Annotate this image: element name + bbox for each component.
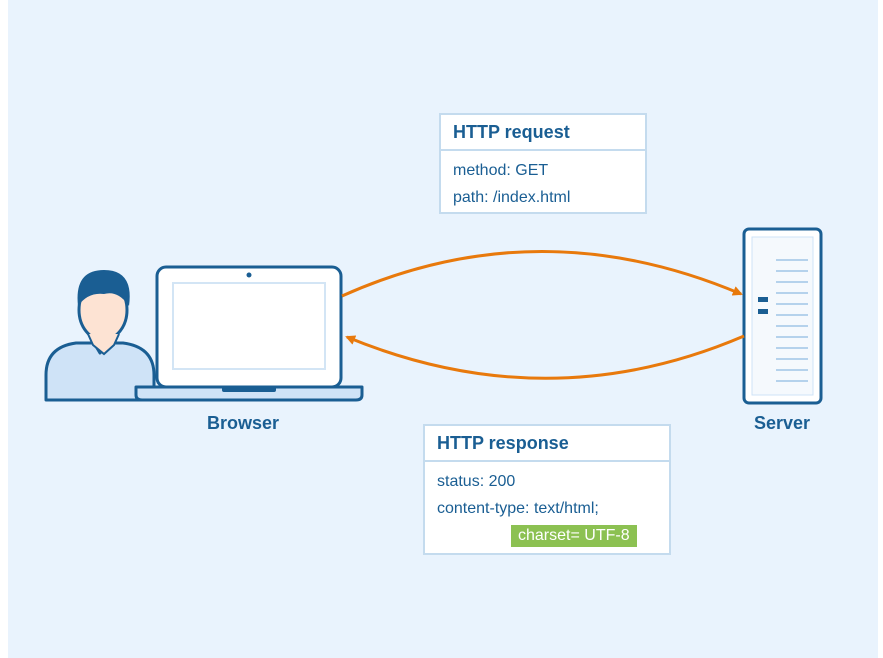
http-response-title: HTTP response [425,426,669,462]
laptop-icon [134,265,364,402]
diagram-art [44,227,823,405]
http-request-title: HTTP request [441,115,645,151]
http-response-box: HTTP response status: 200 content-type: … [423,424,671,555]
response-content-type: content-type: text/html; [437,500,599,517]
request-path: path: /index.html [453,189,571,206]
http-response-body: status: 200 content-type: text/html; cha… [425,462,669,555]
response-status: status: 200 [437,473,516,490]
request-arrow [341,250,743,298]
http-request-body: method: GET path: /index.html [441,151,645,217]
user-icon [44,270,156,402]
response-arrow [345,334,745,380]
server-tower-icon [742,227,823,405]
http-request-box: HTTP request method: GET path: /index.ht… [439,113,647,214]
request-method: method: GET [453,162,549,179]
server-label: Server [754,413,811,433]
diagram-canvas: HTTP request method: GET path: /index.ht… [8,0,878,658]
charset-highlight: charset= UTF-8 [511,525,637,547]
browser-label: Browser [207,413,280,433]
